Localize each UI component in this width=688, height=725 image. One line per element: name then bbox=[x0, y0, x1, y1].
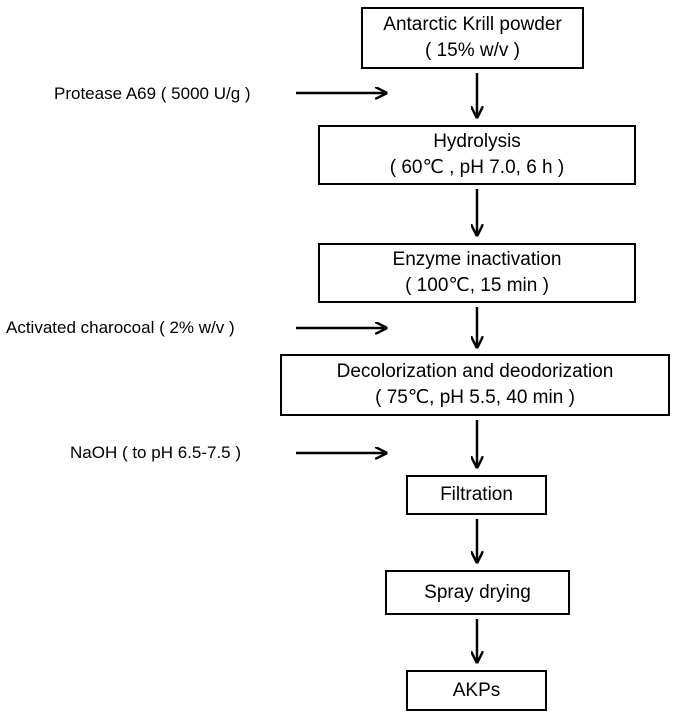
step-title: Enzyme inactivation bbox=[392, 249, 562, 270]
step-decolorization: Decolorization and deodorization ( 75℃, … bbox=[280, 354, 670, 416]
step-detail: ( 100℃, 15 min ) bbox=[405, 275, 549, 296]
step-title: AKPs bbox=[452, 679, 501, 701]
step-hydrolysis: Hydrolysis ( 60℃ , pH 7.0, 6 h ) bbox=[318, 125, 636, 185]
step-detail: ( 75℃, pH 5.5, 40 min ) bbox=[375, 387, 575, 408]
step-title: Decolorization and deodorization bbox=[336, 361, 614, 382]
step-akps: AKPs bbox=[406, 670, 547, 711]
step-filtration: Filtration bbox=[406, 475, 547, 515]
input-activated-charcoal: Activated charocoal ( 2% w/v ) bbox=[6, 318, 235, 337]
input-naoh: NaOH ( to pH 6.5-7.5 ) bbox=[70, 443, 242, 462]
step-detail: ( 15% w/v ) bbox=[424, 40, 521, 61]
step-title: Antarctic Krill powder bbox=[383, 14, 562, 35]
step-detail: ( 60℃ , pH 7.0, 6 h ) bbox=[389, 157, 565, 178]
step-title: Filtration bbox=[440, 484, 513, 505]
step-krill-powder: Antarctic Krill powder ( 15% w/v ) bbox=[361, 7, 584, 69]
step-spray-drying: Spray drying bbox=[385, 570, 570, 615]
input-protease: Protease A69 ( 5000 U/g ) bbox=[54, 84, 251, 103]
step-enzyme-inactivation: Enzyme inactivation ( 100℃, 15 min ) bbox=[318, 243, 636, 303]
step-title: Spray drying bbox=[424, 581, 531, 603]
step-title: Hydrolysis bbox=[433, 131, 521, 152]
